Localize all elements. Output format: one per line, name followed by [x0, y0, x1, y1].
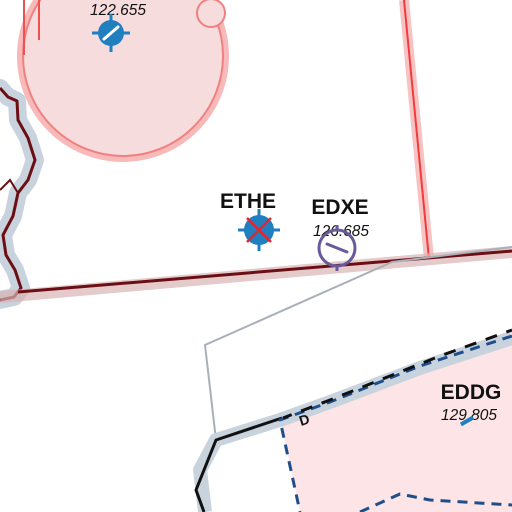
boundary-horizontal — [0, 246, 512, 303]
region-border-left — [0, 79, 44, 309]
airport-ethe[interactable]: ETHE — [220, 190, 280, 251]
airport-edxe[interactable]: EDXE 126.685 — [311, 196, 369, 271]
airport-eddg-code: EDDG — [441, 381, 502, 404]
military-airfield-icon — [238, 209, 280, 251]
restricted-boundary-right — [399, 0, 434, 260]
region-border-inner — [0, 178, 19, 194]
ctr-boundary-solid — [194, 416, 283, 512]
airspace-boundary-grey — [203, 246, 512, 441]
ctr-inner-dashed — [359, 492, 512, 512]
airport-blue-icon — [92, 14, 130, 52]
glider-site-icon — [317, 225, 357, 271]
airport-top[interactable]: 122.655 — [90, 2, 146, 52]
restricted-area-circle — [22, 0, 224, 157]
small-restricted-circle — [196, 0, 226, 28]
restricted-area — [17, 0, 229, 162]
airspace-class-label: D — [297, 411, 312, 429]
ctr-area: D — [193, 328, 512, 512]
restricted-area-halo — [17, 0, 229, 162]
airport-top-frequency: 122.655 — [90, 2, 146, 19]
closed-x-icon — [246, 217, 272, 243]
airport-eddg[interactable]: EDDG 129.805 — [441, 381, 502, 427]
runway-icon — [459, 415, 475, 427]
airport-edxe-code: EDXE — [311, 196, 368, 219]
airport-eddg-frequency: 129.805 — [441, 407, 497, 424]
restricted-area-lines — [23, 0, 40, 55]
ctr-boundary-dashed — [278, 334, 512, 512]
ctr-fill — [280, 330, 512, 512]
airport-ethe-code: ETHE — [220, 190, 276, 213]
